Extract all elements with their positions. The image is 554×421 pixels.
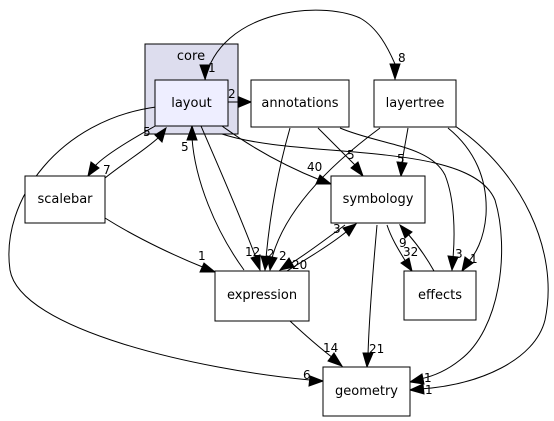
node-effects[interactable]: effects xyxy=(403,270,477,321)
edge-effects-symbology xyxy=(407,233,435,272)
node-layout[interactable]: layout xyxy=(154,79,229,127)
arrowhead-symbology-effects xyxy=(400,257,413,273)
edge-label-symbology-expression: 20 xyxy=(292,258,307,272)
arrowhead-annotations-geometry xyxy=(408,373,425,385)
node-annotations-label: annotations xyxy=(261,96,338,111)
arrowhead-layout-layertree xyxy=(389,63,401,81)
edge-label-layertree-layout: 1 xyxy=(208,61,216,75)
edge-layout-geometry xyxy=(8,106,311,381)
arrowhead-layertree-symbology xyxy=(396,161,408,178)
edge-scalebar-expression xyxy=(104,217,206,269)
edge-symbology-effects xyxy=(386,224,407,263)
edge-layertree-expression xyxy=(271,127,381,259)
arrowhead-layertree-geometry xyxy=(408,383,425,395)
node-layertree-label: layertree xyxy=(386,96,445,111)
edge-label-layertree-expression: 2 xyxy=(279,249,287,263)
edge-layertree-effects xyxy=(447,127,487,263)
edge-label-scalebar-expression: 1 xyxy=(198,249,206,263)
node-scalebar[interactable]: scalebar xyxy=(24,175,106,224)
edge-expression-layout xyxy=(191,137,245,271)
arrowhead-layertree-effects xyxy=(461,256,474,273)
edge-label-layout-layertree: 8 xyxy=(398,51,406,65)
cluster-core-label: core xyxy=(177,49,205,64)
edge-label-layout-symbology: 40 xyxy=(307,160,322,174)
arrowhead-layout-symbology xyxy=(315,174,333,185)
edge-layertree-symbology xyxy=(401,127,409,165)
edge-layout-layertree xyxy=(204,9,396,81)
edge-symbology-expression xyxy=(289,224,346,265)
edge-label-layertree-symbology: 5 xyxy=(397,152,405,166)
arrowhead-scalebar-expression xyxy=(199,262,217,273)
edge-annotations-geometry xyxy=(221,133,503,380)
node-scalebar-label: scalebar xyxy=(37,192,93,207)
edge-layout-expression xyxy=(200,125,257,259)
edge-label-layout-scalebar: 7 xyxy=(103,163,111,177)
arrowhead-layertree-expression xyxy=(266,255,278,272)
edge-label-layout-annotations: 2 xyxy=(228,87,236,101)
edge-annotations-expression xyxy=(265,127,291,259)
arrowhead-annotations-symbology xyxy=(350,161,364,178)
arrowhead-expression-symbology xyxy=(342,223,358,237)
edge-label-expression-geometry: 14 xyxy=(323,341,338,355)
arrowhead-annotations-effects xyxy=(447,255,459,272)
arrowhead-layout-geometry xyxy=(308,375,325,387)
edge-label-annotations-geometry: 1 xyxy=(424,371,432,385)
node-geometry-label: geometry xyxy=(335,384,398,399)
edge-layout-scalebar xyxy=(94,124,158,167)
edge-label-layertree-effects: 1 xyxy=(470,252,478,266)
node-effects-label: effects xyxy=(418,288,462,303)
edge-label-annotations-symbology: 5 xyxy=(347,148,355,162)
edge-label-expression-symbology: 3 xyxy=(333,222,341,236)
arrowhead-scalebar-layout xyxy=(154,126,167,143)
arrowhead-expression-layout xyxy=(186,124,198,141)
edge-label-annotations-effects: 3 xyxy=(455,247,463,261)
edge-label-effects-symbology: 32 xyxy=(403,245,418,259)
arrowhead-symbology-expression xyxy=(278,257,295,271)
node-expression[interactable]: expression xyxy=(214,270,310,322)
edge-label-symbology-geometry: 21 xyxy=(369,342,384,356)
node-annotations[interactable]: annotations xyxy=(250,79,350,128)
edge-expression-symbology xyxy=(281,231,347,275)
arrowhead-layout-scalebar xyxy=(87,161,100,178)
edge-symbology-geometry xyxy=(367,224,378,356)
edge-layout-symbology xyxy=(221,125,321,181)
edge-expression-geometry xyxy=(289,320,334,359)
edge-label-annotations-layout: 5 xyxy=(181,140,189,154)
arrowhead-expression-geometry xyxy=(327,352,344,367)
node-layertree[interactable]: layertree xyxy=(373,79,457,128)
edge-label-scalebar-layout: 5 xyxy=(143,125,151,139)
node-expression-label: expression xyxy=(227,288,297,303)
arrowhead-layout-annotations xyxy=(238,96,253,108)
edge-label-layout-geometry: 6 xyxy=(303,368,311,382)
edge-layertree-geometry xyxy=(419,125,549,390)
node-geometry[interactable]: geometry xyxy=(322,366,411,417)
node-symbology[interactable]: symbology xyxy=(330,175,426,224)
arrowhead-effects-symbology xyxy=(399,223,413,239)
edge-annotations-effects xyxy=(339,127,455,259)
node-layout-label: layout xyxy=(171,96,212,111)
edge-label-layout-expression: 12 xyxy=(245,245,260,259)
edge-label-annotations-expression: 2 xyxy=(267,247,275,261)
edge-label-symbology-effects: 9 xyxy=(399,236,407,250)
arrowhead-layertree-layout xyxy=(199,64,211,81)
arrowhead-layout-expression xyxy=(250,254,261,272)
node-symbology-label: symbology xyxy=(343,192,414,207)
edge-scalebar-layout xyxy=(104,137,159,179)
arrowhead-symbology-geometry xyxy=(362,352,374,369)
edge-label-layertree-geometry: 1 xyxy=(425,383,433,397)
